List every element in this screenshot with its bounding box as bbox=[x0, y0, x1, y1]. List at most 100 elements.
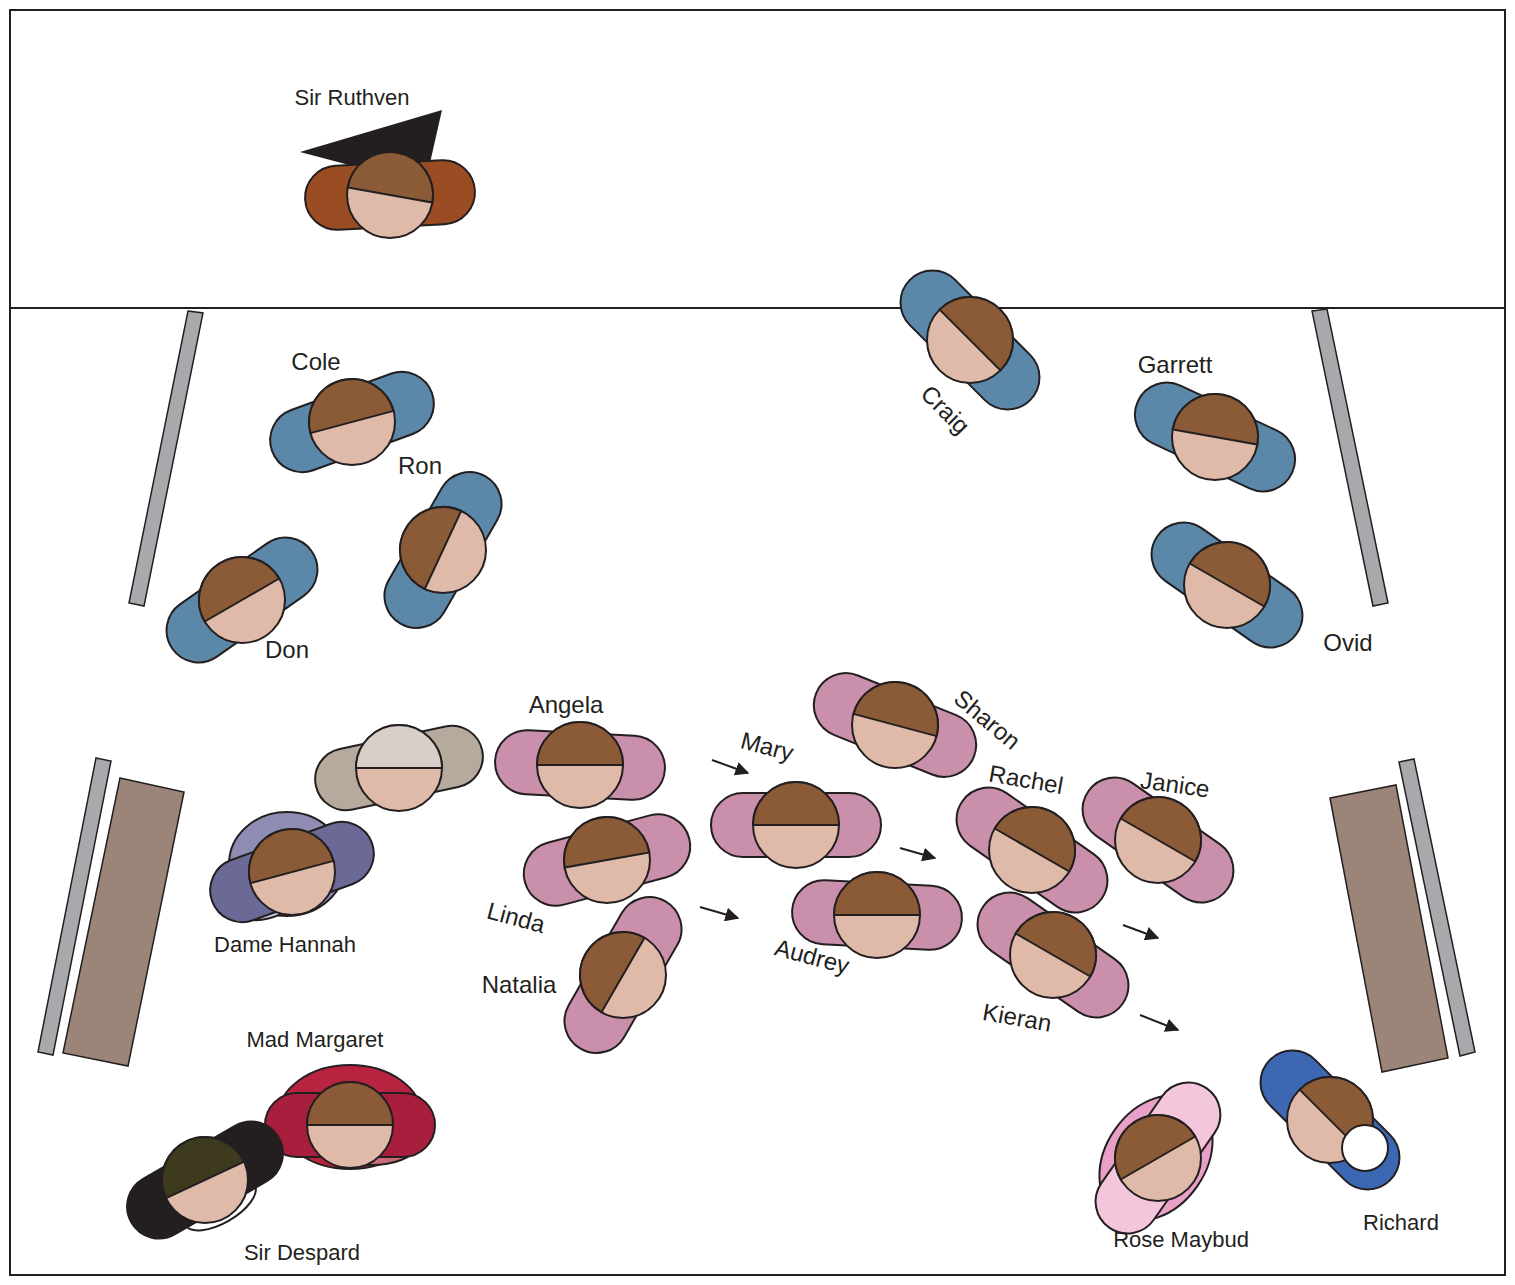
head bbox=[347, 152, 433, 238]
hair bbox=[834, 872, 920, 915]
shoulders bbox=[1124, 372, 1305, 502]
head bbox=[356, 725, 442, 811]
head bbox=[249, 829, 335, 915]
name-anchor: Rose Maybud bbox=[1113, 1228, 1249, 1252]
shoulders bbox=[1083, 1070, 1233, 1246]
shoulders bbox=[261, 363, 443, 481]
hat-brim bbox=[1342, 1125, 1388, 1171]
hair bbox=[162, 1137, 244, 1198]
hair bbox=[356, 725, 442, 768]
performer-figure: Ovid bbox=[1107, 465, 1347, 705]
figure-outline bbox=[1107, 465, 1347, 705]
figure-outline bbox=[323, 430, 563, 670]
hair bbox=[348, 152, 433, 202]
performer-name: Angela bbox=[529, 691, 604, 718]
flat-panel bbox=[63, 778, 184, 1066]
movement-arrow bbox=[1123, 925, 1158, 938]
performer-name: Linda bbox=[484, 897, 548, 938]
shoulders bbox=[1070, 765, 1246, 915]
head bbox=[1184, 542, 1270, 628]
hair bbox=[249, 829, 334, 883]
performer-figure: Sir Ruthven bbox=[270, 75, 510, 315]
movement-arrow bbox=[1140, 1015, 1178, 1030]
name-anchor: Dame Hannah bbox=[214, 933, 356, 957]
performer-figure: Ron bbox=[323, 430, 563, 670]
performer-name: Sir Ruthven bbox=[295, 85, 410, 110]
hair bbox=[995, 807, 1075, 872]
performer-figure: Dame Hannah bbox=[172, 752, 412, 992]
hair bbox=[307, 1082, 393, 1125]
name-anchor: Angela bbox=[529, 692, 604, 718]
figure-outline bbox=[933, 835, 1173, 1075]
shoulders bbox=[309, 720, 488, 816]
name-anchor: Mad Margaret bbox=[247, 1028, 384, 1052]
name-anchor: Linda bbox=[484, 898, 548, 939]
performer-figure: Natalia bbox=[503, 855, 743, 1095]
head bbox=[989, 807, 1075, 893]
shoulders bbox=[115, 1110, 294, 1250]
shoulders bbox=[201, 813, 383, 931]
head bbox=[753, 782, 839, 868]
performer-name: Mad Margaret bbox=[247, 1027, 384, 1052]
figure-outline bbox=[122, 480, 362, 720]
head bbox=[307, 1082, 393, 1168]
performer-name: Dame Hannah bbox=[214, 932, 356, 957]
name-anchor: Natalia bbox=[482, 972, 557, 998]
performer-figure: Kieran bbox=[933, 835, 1173, 1075]
figure-outline bbox=[1210, 1000, 1450, 1240]
name-anchor: Richard bbox=[1363, 1211, 1439, 1235]
shoulders bbox=[154, 525, 330, 675]
head bbox=[1172, 394, 1258, 480]
name-anchor: Mary bbox=[738, 727, 796, 766]
hair bbox=[753, 782, 839, 825]
shoulders bbox=[1139, 510, 1315, 660]
flat-panel bbox=[1330, 785, 1448, 1072]
head bbox=[199, 557, 285, 643]
wing-wall bbox=[1399, 759, 1475, 1056]
upstage-line bbox=[10, 307, 1505, 309]
name-anchor: Craig bbox=[915, 380, 974, 439]
performer-figure: Audrey bbox=[757, 795, 997, 1035]
shoulders bbox=[1247, 1037, 1412, 1202]
performer-figure: Rose Maybud bbox=[1038, 1038, 1278, 1278]
hair bbox=[1121, 797, 1201, 862]
head bbox=[400, 507, 486, 593]
performer-name: Richard bbox=[1363, 1210, 1439, 1235]
name-anchor: Garrett bbox=[1138, 352, 1213, 378]
name-anchor: Ron bbox=[398, 453, 442, 479]
head bbox=[564, 817, 650, 903]
hair bbox=[199, 557, 279, 622]
head bbox=[927, 297, 1013, 383]
performer-figure: Richard bbox=[1210, 1000, 1450, 1240]
name-anchor: Kieran bbox=[981, 999, 1054, 1037]
performer-figure: Sir Despard bbox=[85, 1060, 325, 1285]
figure-outline bbox=[1095, 317, 1335, 557]
hair bbox=[564, 817, 649, 867]
performer-name: Mary bbox=[738, 726, 797, 766]
hair bbox=[400, 507, 461, 589]
name-anchor: Sir Ruthven bbox=[295, 86, 410, 110]
performer-name: Ron bbox=[398, 452, 442, 479]
head bbox=[580, 932, 666, 1018]
performer-figure: Don bbox=[122, 480, 362, 720]
shoulders bbox=[553, 885, 693, 1064]
head bbox=[1115, 797, 1201, 883]
head bbox=[162, 1137, 248, 1223]
hair bbox=[1173, 394, 1258, 444]
head bbox=[309, 379, 395, 465]
figure-outline bbox=[270, 75, 510, 315]
hair bbox=[940, 297, 1013, 370]
performer-name: Craig bbox=[916, 380, 976, 440]
shoulders bbox=[517, 807, 698, 913]
performer-name: Ovid bbox=[1323, 629, 1372, 656]
unnamed-figure bbox=[309, 720, 488, 816]
movement-arrow bbox=[712, 760, 748, 773]
movement-arrow bbox=[700, 907, 738, 918]
hair bbox=[537, 722, 623, 765]
performer-name: Sir Despard bbox=[244, 1240, 360, 1265]
wing-wall bbox=[1312, 309, 1388, 606]
name-anchor: Sir Despard bbox=[244, 1241, 360, 1265]
hair bbox=[1190, 542, 1270, 607]
hair bbox=[853, 682, 938, 736]
head bbox=[834, 872, 920, 958]
